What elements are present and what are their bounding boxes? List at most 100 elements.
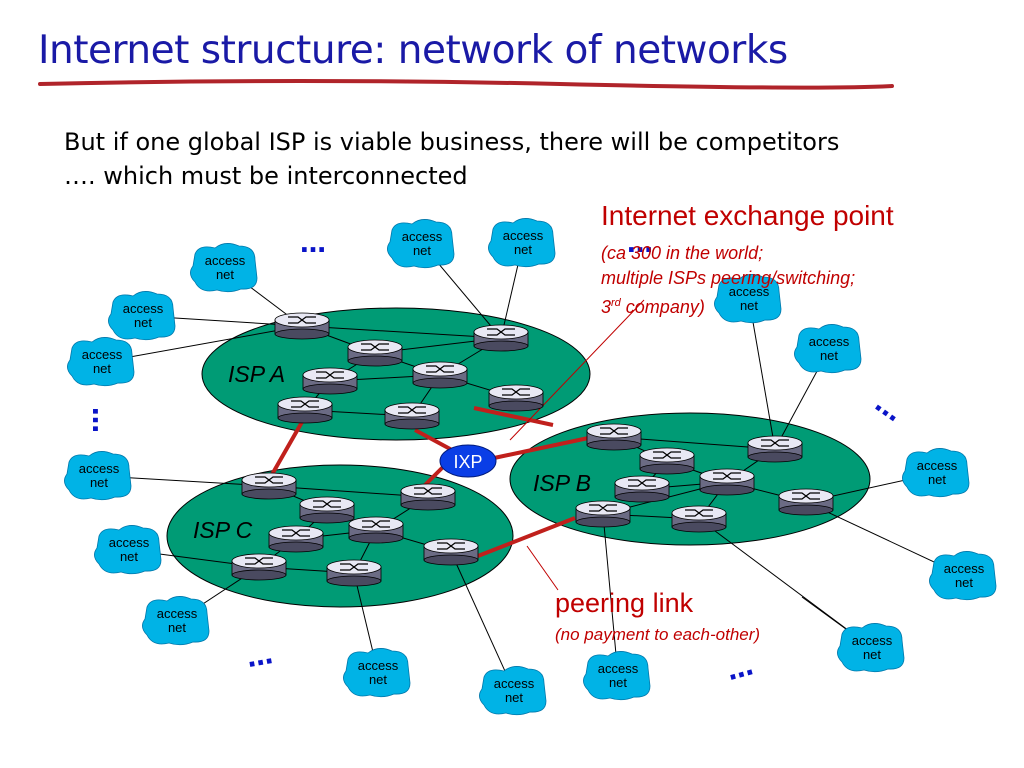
ixp-annotation-note: (ca 300 in the world; multiple ISPs peer…: [601, 241, 855, 320]
router-b2: [639, 447, 695, 475]
ixp-note-line-1: (ca 300 in the world;: [601, 243, 764, 263]
ixp-note-ordinal: 3: [601, 297, 612, 317]
router-base: [241, 488, 297, 500]
router-base: [488, 400, 544, 412]
router-arrows: [713, 472, 741, 480]
router-b7: [575, 500, 631, 528]
router-a6: [277, 396, 333, 424]
access-net-cloud: [714, 274, 782, 324]
subtitle-line-1: But if one global ISP is viable business…: [64, 128, 840, 156]
router-arrows: [255, 476, 283, 484]
access-net-label-line-1: access: [402, 229, 443, 244]
router-arrows: [487, 328, 515, 336]
ixp-note-superscript: rd: [611, 297, 621, 309]
ixp-note-rest: company): [620, 297, 705, 317]
router-arrows: [291, 400, 319, 408]
ixp-label: IXP: [453, 452, 482, 472]
peering-link-a-ixp: [414, 428, 453, 452]
access-link: [602, 513, 619, 677]
page-title: Internet structure: network of networks: [38, 28, 788, 73]
router-arrows: [361, 343, 389, 351]
access-net-label-line-1: access: [852, 633, 893, 648]
router-arrows: [313, 500, 341, 508]
router-c6: [231, 553, 287, 581]
access-net-cloud: [67, 337, 135, 387]
access-net-cloud: [479, 666, 547, 716]
router-c8: [423, 538, 479, 566]
access-net-cloud: [929, 551, 997, 601]
router-base: [274, 328, 330, 340]
access-net-label-line-2: net: [740, 298, 758, 313]
access-net-label-line-1: access: [944, 561, 985, 576]
access-link: [450, 551, 515, 692]
access-net-label-line-1: access: [729, 284, 770, 299]
ellipsis-mark: …: [627, 229, 653, 259]
access-net-cloud: [343, 648, 411, 698]
access-net-label-line-2: net: [928, 472, 946, 487]
access-net-label-line-2: net: [413, 243, 431, 258]
ellipsis-mark: …: [244, 640, 275, 674]
access-net-label-line-2: net: [90, 475, 108, 490]
router-arrows: [437, 542, 465, 550]
isp-label-a: ISP A: [228, 361, 285, 387]
access-net-label-line-1: access: [358, 658, 399, 673]
router-arrows: [288, 316, 316, 324]
router-arrows: [589, 504, 617, 512]
router-base: [473, 340, 529, 352]
access-net-cloud: [583, 651, 651, 701]
router-c4: [268, 525, 324, 553]
ellipsis-mark: …: [300, 229, 326, 259]
access-net-label-line-1: access: [809, 334, 850, 349]
access-link: [101, 325, 303, 363]
peering-annotation-title: peering link: [555, 588, 694, 618]
access-net-label-line-2: net: [820, 348, 838, 363]
router-b6: [778, 488, 834, 516]
ellipsis-mark: …: [86, 407, 116, 433]
access-net-cloud: [902, 448, 970, 498]
router-base: [347, 355, 403, 367]
router-a8: [488, 384, 544, 412]
router-b1: [586, 423, 642, 451]
access-net-label-line-1: access: [917, 458, 958, 473]
isp-label-c: ISP C: [193, 517, 253, 543]
router-base: [614, 491, 670, 503]
router-c5: [348, 516, 404, 544]
access-net-cloud: [64, 451, 132, 501]
subtitle: But if one global ISP is viable business…: [64, 125, 839, 193]
access-net-label-line-1: access: [205, 253, 246, 268]
access-link: [748, 298, 776, 450]
access-net-cloud: [794, 324, 862, 374]
router-arrows: [761, 439, 789, 447]
access-net-label-line-2: net: [609, 675, 627, 690]
access-net-cloud: [108, 291, 176, 341]
router-b4: [614, 475, 670, 503]
router-arrows: [426, 365, 454, 373]
peering-pointer-line: [526, 545, 559, 591]
ixp-annotation-title: Internet exchange point: [601, 200, 894, 231]
router-base: [400, 499, 456, 511]
access-net-cloud: [837, 623, 905, 673]
router-base: [747, 451, 803, 463]
access-net-label-line-2: net: [863, 647, 881, 662]
access-net-label-line-1: access: [494, 676, 535, 691]
router-base: [302, 383, 358, 395]
router-c1: [241, 472, 297, 500]
router-base: [231, 569, 287, 581]
router-arrows: [282, 529, 310, 537]
router-link: [301, 325, 502, 339]
peering-annotation-note: (no payment to each-other): [555, 625, 761, 644]
access-net-label-line-1: access: [157, 606, 198, 621]
router-arrows: [653, 451, 681, 459]
ixp-note-line-2: multiple ISPs peering/switching;: [601, 268, 856, 288]
subtitle-line-2: …. which must be interconnected: [64, 162, 468, 190]
